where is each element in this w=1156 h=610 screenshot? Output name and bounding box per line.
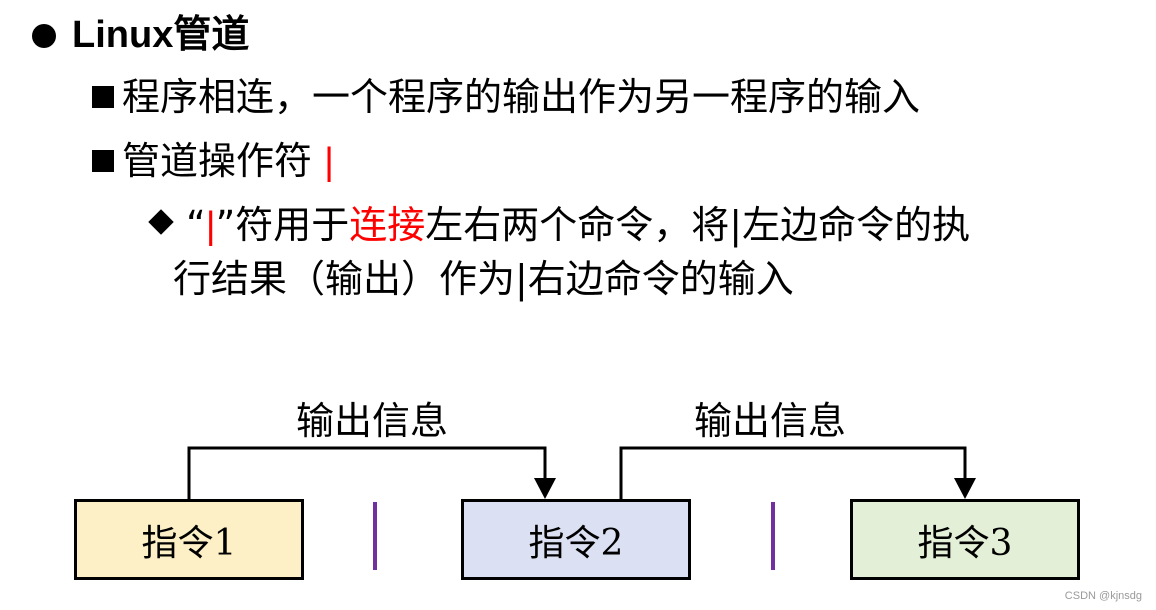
arrowhead-1-icon xyxy=(534,478,556,499)
sub-bullet-text-a: ”符用于 xyxy=(215,203,350,247)
bullet-pipe-operator-label: 管道操作符 xyxy=(122,139,325,183)
pipe-bar-2 xyxy=(771,502,775,570)
pipe-symbol-red: | xyxy=(324,141,334,183)
title-bullet-icon xyxy=(32,24,56,48)
square-bullet-icon xyxy=(92,86,114,108)
sub-bullet-line1: “|”符用于连接左右两个命令，将|左边命令的执 xyxy=(186,200,970,251)
command-label-3: 指令3 xyxy=(917,522,1013,564)
sub-bullet-line2: 行结果（输出）作为|右边命令的输入 xyxy=(173,257,794,301)
command-box-2: 指令2 xyxy=(461,499,691,580)
pipe-bar-1 xyxy=(373,502,377,570)
pipe-symbol-quoted: | xyxy=(205,205,216,247)
command-box-3: 指令3 xyxy=(850,499,1080,580)
square-bullet-icon xyxy=(92,150,114,172)
open-quote: “ xyxy=(186,203,206,247)
flow-label-1: 输出信息 xyxy=(296,399,449,443)
flow-arrow-1 xyxy=(187,446,547,499)
watermark: CSDN @kjnsdg xyxy=(1064,590,1142,602)
arrowhead-2-icon xyxy=(954,478,976,499)
highlight-connect: 连接 xyxy=(349,203,426,247)
bullet-pipe-operator: 管道操作符 | xyxy=(122,136,334,187)
sub-bullet-text-b: 左右两个命令，将|左边命令的执 xyxy=(425,203,971,247)
page-title: Linux管道 xyxy=(72,14,250,56)
bullet-program-connection: 程序相连，一个程序的输出作为另一程序的输入 xyxy=(122,75,921,119)
command-label-2: 指令2 xyxy=(528,522,624,564)
flow-label-2: 输出信息 xyxy=(694,399,847,443)
command-box-1: 指令1 xyxy=(74,499,304,580)
flow-arrow-2 xyxy=(619,446,967,499)
command-label-1: 指令1 xyxy=(141,522,237,564)
